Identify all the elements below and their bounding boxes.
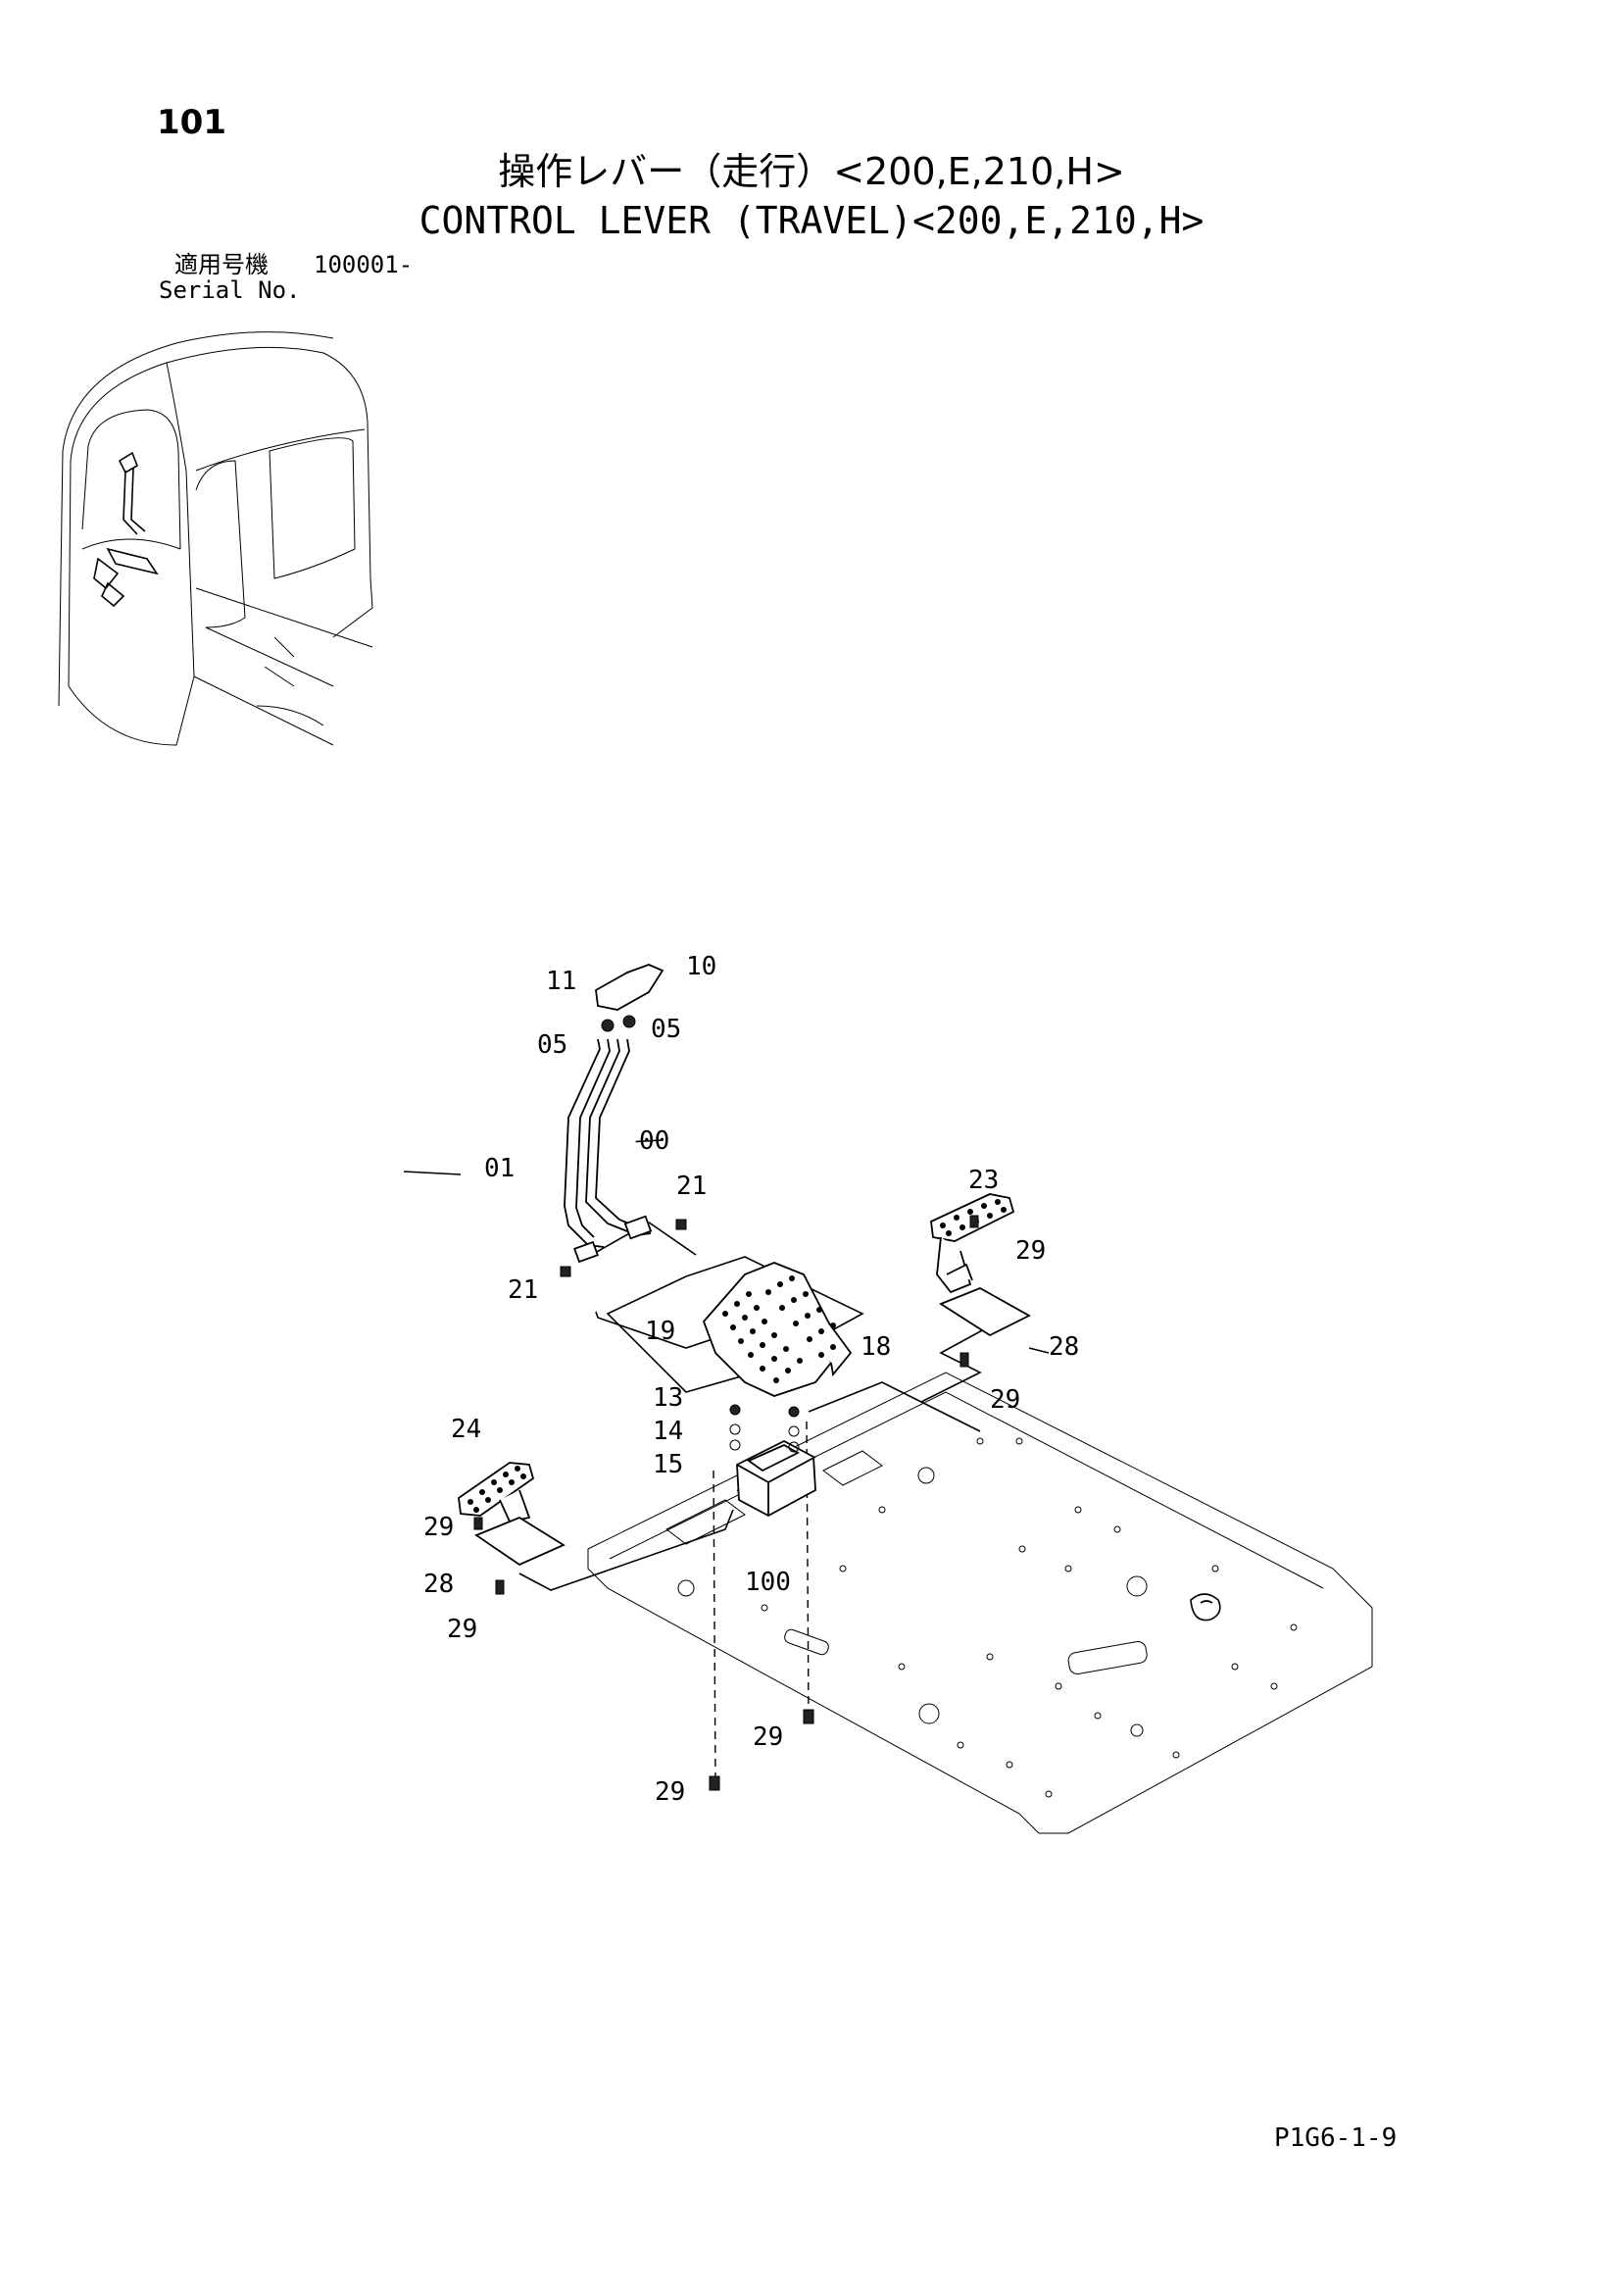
callout-15: 15 (653, 1450, 683, 1479)
callout-29-right-upper: 29 (1015, 1236, 1046, 1266)
callout-24: 24 (451, 1415, 481, 1444)
callout-29-left-upper: 29 (423, 1513, 454, 1542)
callout-05-left: 05 (537, 1030, 567, 1060)
callout-19: 19 (645, 1317, 675, 1346)
callout-10: 10 (686, 952, 716, 981)
callout-28-left: 28 (423, 1570, 454, 1599)
callout-05-right: 05 (651, 1015, 681, 1044)
callout-100: 100 (745, 1568, 791, 1597)
callout-21-upper: 21 (676, 1172, 707, 1201)
pilot-valve (560, 1219, 816, 1791)
cab-locator-illustration (58, 331, 373, 746)
callout-29-right-lower: 29 (990, 1385, 1020, 1415)
callout-21-lower: 21 (508, 1275, 538, 1305)
floor-plate (587, 1372, 1373, 1834)
callout-labels: 11 10 05 05 01 00 21 21 23 29 19 18 28 2… (423, 952, 1079, 1807)
page-number: 101 (157, 103, 226, 142)
callout-29-center: 29 (753, 1722, 783, 1752)
callout-23: 23 (968, 1166, 999, 1195)
travel-levers (564, 964, 664, 1264)
callout-01: 01 (484, 1154, 515, 1183)
footer-figure-code: P1G6-1-9 (1274, 2123, 1398, 2153)
callout-13: 13 (653, 1383, 683, 1413)
right-pedal (930, 1193, 1031, 1368)
callout-18: 18 (861, 1332, 891, 1362)
page-title-english: CONTROL LEVER (TRAVEL)<200,E,210,H> (418, 199, 1205, 242)
serial-label-english: Serial No. (159, 276, 301, 304)
callout-29-left-lower: 29 (447, 1615, 477, 1644)
left-pedal (458, 1462, 566, 1595)
serial-label-japanese: 適用号機 (174, 251, 269, 278)
callout-14: 14 (653, 1417, 683, 1446)
callout-28-right: 28 (1049, 1332, 1079, 1362)
callout-11: 11 (546, 967, 576, 996)
callout-00: 00 (639, 1126, 669, 1156)
center-pedals (702, 1262, 853, 1397)
callout-29-bottom: 29 (655, 1777, 685, 1807)
page-title-japanese: 操作レバー（走行）<200,E,210,H> (498, 150, 1125, 193)
serial-number-value: 100001- (314, 251, 414, 278)
